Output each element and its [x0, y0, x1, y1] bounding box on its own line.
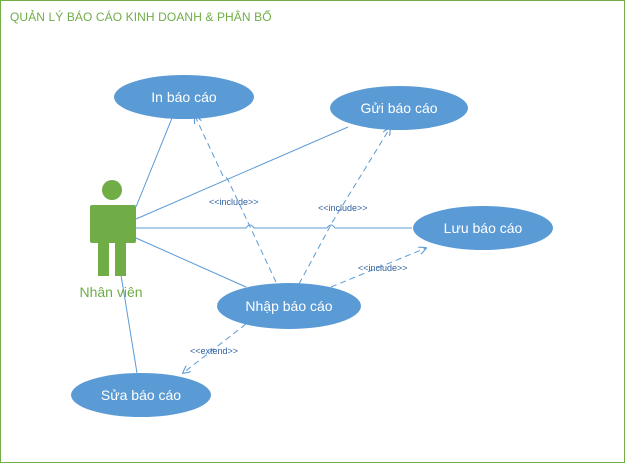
extend-line-sua [183, 323, 247, 373]
use-case-label: Gửi báo cáo [360, 100, 437, 116]
actor-label: Nhân viên [79, 284, 142, 300]
include-line-luu [330, 248, 426, 288]
extend-label-sua: <<extend>> [190, 346, 238, 356]
dependency-lines [183, 116, 426, 373]
use-case-gui-bao-cao: Gửi báo cáo [330, 86, 468, 130]
assoc-luu-bao-cao [136, 224, 412, 229]
association-lines [120, 117, 412, 374]
stick-figure-icon [90, 180, 136, 276]
use-case-label: Sửa báo cáo [101, 387, 181, 403]
relationship-labels: <<include>> <<include>> <<include>> <<ex… [190, 197, 408, 356]
actor-nhan-vien: Nhân viên [79, 180, 143, 300]
include-label-luu: <<include>> [358, 263, 408, 273]
use-case-luu-bao-cao: Lưu báo cáo [413, 206, 553, 250]
diagram-title: QUẢN LÝ BÁO CÁO KINH DOANH & PHÂN BỔ [10, 10, 272, 24]
include-line-gui [298, 128, 390, 285]
use-case-label: Lưu báo cáo [444, 220, 523, 236]
include-label-gui: <<include>> [318, 203, 368, 213]
assoc-nhap-bao-cao [135, 237, 247, 288]
use-case-in-bao-cao: In báo cáo [114, 75, 254, 119]
assoc-gui-bao-cao [135, 126, 349, 220]
use-case-label: In báo cáo [151, 89, 217, 105]
use-case-nhap-bao-cao: Nhập báo cáo [217, 283, 361, 329]
assoc-in-bao-cao [135, 117, 173, 208]
use-case-sua-bao-cao: Sửa báo cáo [71, 373, 211, 417]
include-line-in [195, 116, 277, 283]
include-label-in: <<include>> [209, 197, 259, 207]
use-case-label: Nhập báo cáo [245, 298, 332, 314]
assoc-sua-bao-cao [120, 274, 138, 374]
